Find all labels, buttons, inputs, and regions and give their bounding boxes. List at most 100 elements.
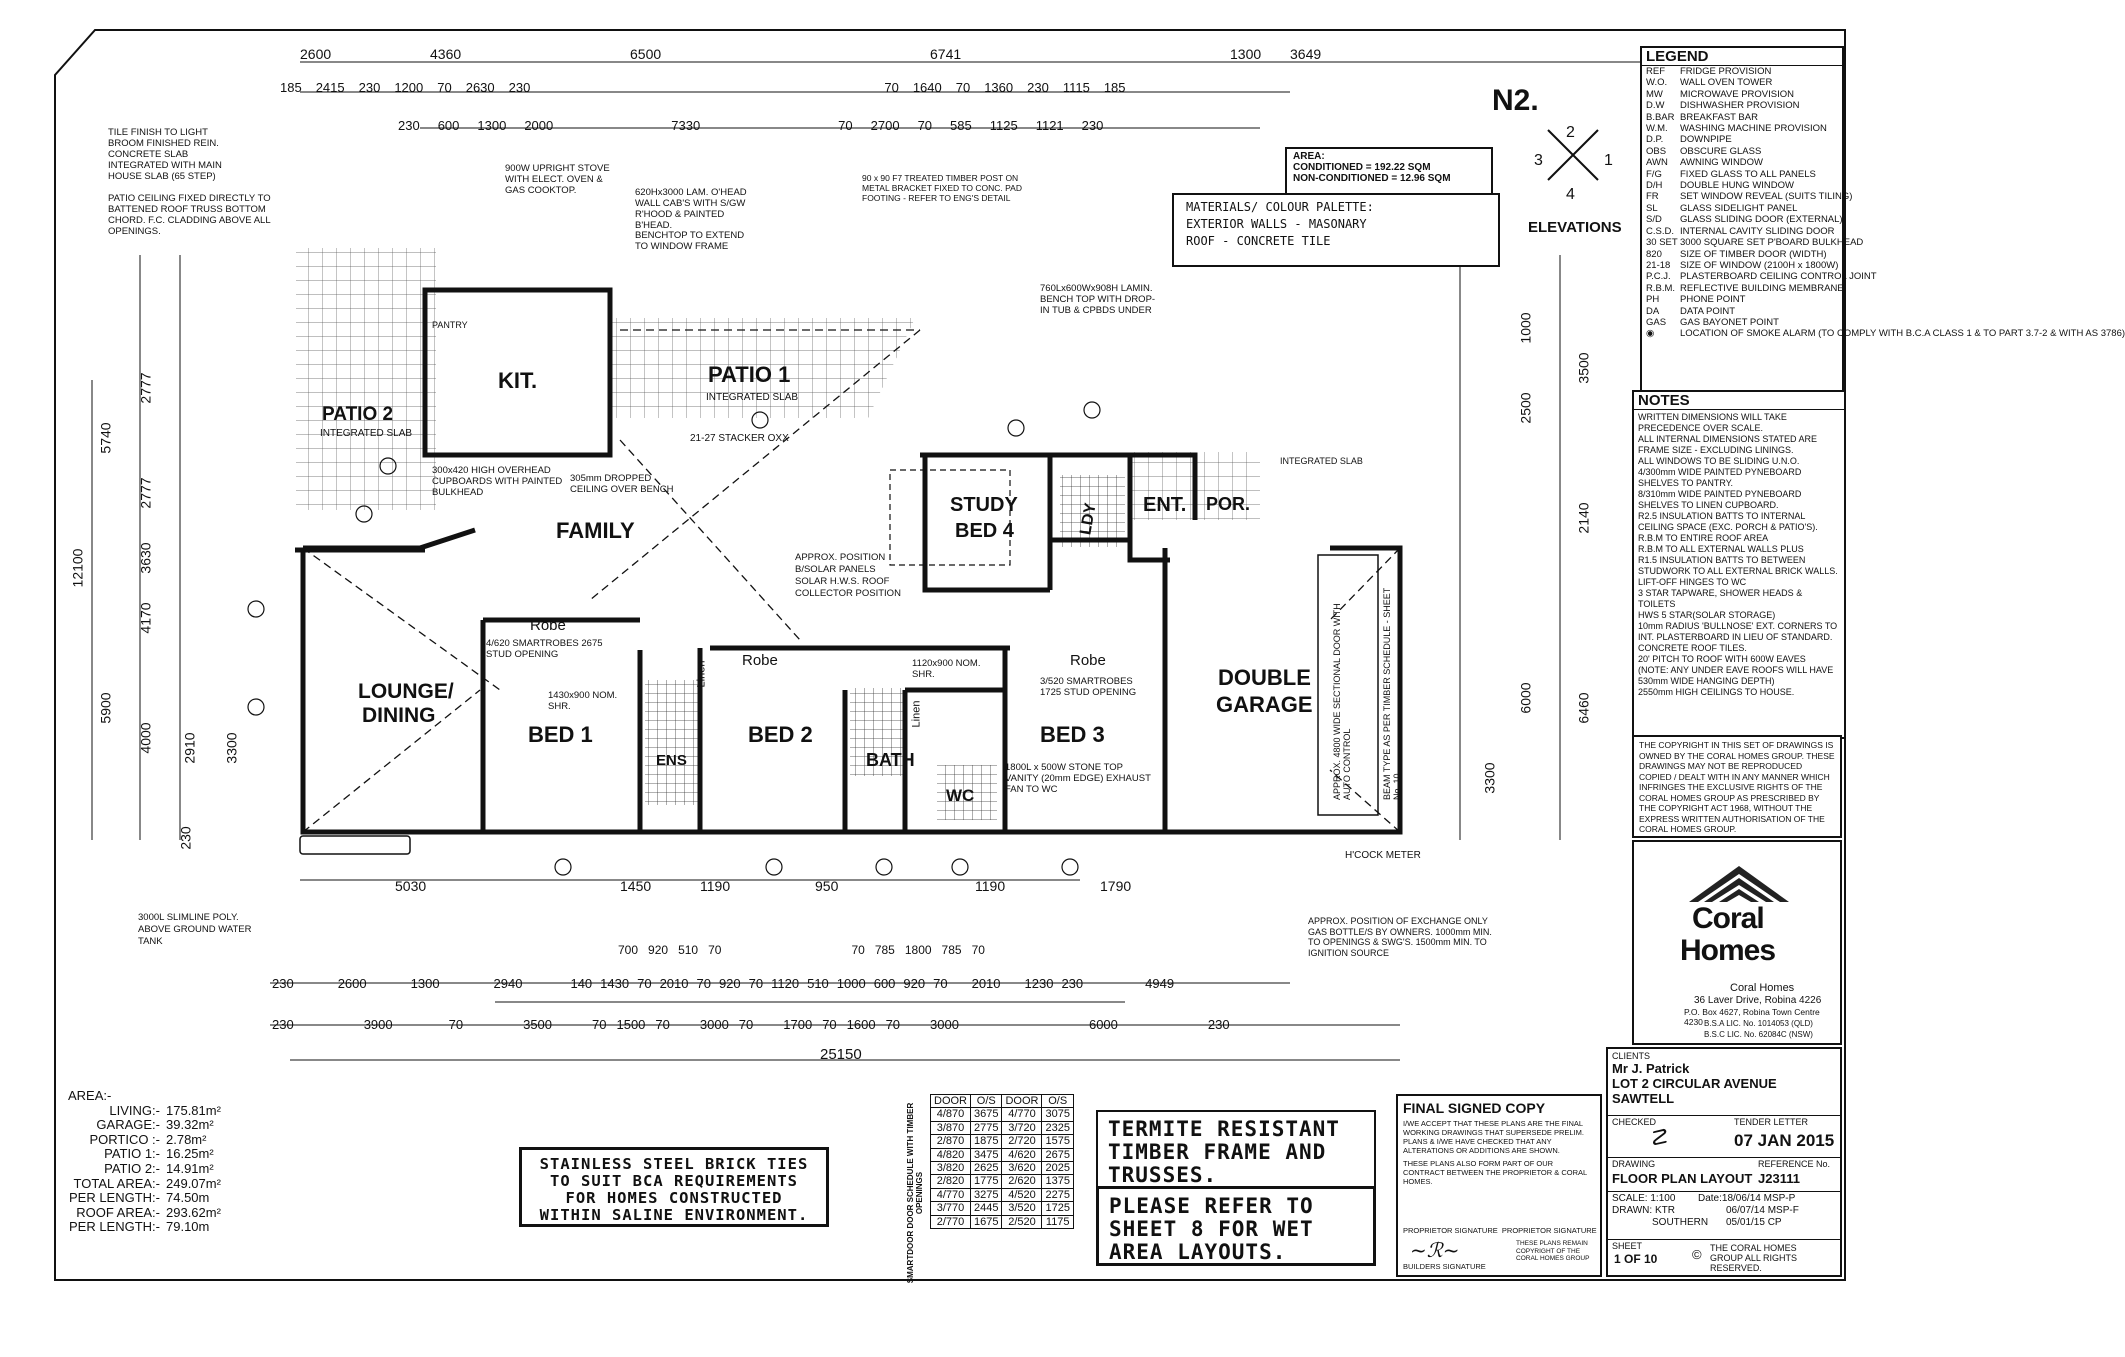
room-porch-label: POR. <box>1206 494 1251 514</box>
client-lot: LOT 2 CIRCULAR AVENUE <box>1612 1076 1777 1091</box>
note-item: 8/310mm WIDE PAINTED PYNEBOARD SHELVES T… <box>1638 489 1802 510</box>
legend-title: LEGEND <box>1642 48 1842 66</box>
legend-key: PH <box>1646 294 1660 306</box>
note-stove: 900W UPRIGHT STOVE WITH ELECT. OVEN & GA… <box>505 163 610 196</box>
linen2-label: Linen <box>910 700 923 728</box>
room-patio1-label: PATIO 1 <box>708 362 791 387</box>
legend-key: SL <box>1646 202 1658 214</box>
patio2-tiles <box>296 248 436 510</box>
area-row: PORTICO :-2.78m² <box>68 1131 258 1148</box>
legend-desc: 3000 SQUARE SET P'BOARD BULKHEAD <box>1680 237 1864 249</box>
note-patio-ceiling: PATIO CEILING FIXED DIRECTLY TO BATTENED… <box>108 193 271 237</box>
materials-box: MATERIALS/ COLOUR PALETTE: EXTERIOR WALL… <box>1172 193 1500 267</box>
note-stacker: 21-27 STACKER OXX <box>690 433 789 444</box>
window-markers <box>247 401 1101 876</box>
legend-key: ◉ <box>1646 328 1655 340</box>
door-schedule-cell: 3/770 <box>930 1201 971 1216</box>
area-value: 79.10m <box>166 1219 210 1235</box>
door-schedule-cell: 1875 <box>969 1134 1003 1149</box>
door-schedule-cell: 2/520 <box>1001 1214 1043 1230</box>
legend-key: REF <box>1646 66 1665 77</box>
door-schedule-cell: 2445 <box>969 1201 1003 1216</box>
roof-hips <box>302 329 1401 833</box>
legend-key: D.P. <box>1646 134 1664 146</box>
brand-name-2: Homes <box>1680 934 1776 967</box>
note-shower-bath: 1120x900 NOM. SHR. <box>912 658 981 680</box>
builder-signature-icon: ~ℛ~ <box>1410 1238 1460 1262</box>
drawing-label: DRAWING <box>1612 1159 1656 1169</box>
conditioned-area: CONDITIONED = 192.22 SQM <box>1293 162 1431 173</box>
room-family-label: FAMILY <box>556 518 635 543</box>
legend-desc: DOUBLE HUNG WINDOW <box>1680 180 1794 192</box>
ens-tiles <box>645 680 700 805</box>
legend-desc: LOCATION OF SMOKE ALARM (TO COMPLY WITH … <box>1680 328 2125 340</box>
copyright-text: THE COPYRIGHT IN THIS SET OF DRAWINGS IS… <box>1639 740 1835 834</box>
legend-key: DA <box>1646 305 1660 317</box>
drawing-name: FLOOR PLAN LAYOUT <box>1612 1171 1753 1186</box>
elevations-label: ELEVATIONS <box>1528 219 1622 236</box>
area-label: GARAGE:- <box>96 1117 160 1133</box>
room-bed3-label: BED 3 <box>1040 722 1105 747</box>
door-schedule-cell: 4/620 <box>1001 1147 1043 1163</box>
door-schedule-cell: 2025 <box>1041 1161 1074 1176</box>
brand-name-1: Coral <box>1692 902 1765 935</box>
southern-label: SOUTHERN <box>1652 1217 1709 1228</box>
drawn-date: 06/07/14 MSP-F <box>1726 1205 1799 1216</box>
note-laundry-bench: 760Lx600Wx908H LAMIN. BENCH TOP WITH DRO… <box>1040 283 1156 316</box>
door-schedule-cell: 1575 <box>1041 1134 1074 1149</box>
area-label: PORTICO :- <box>89 1131 160 1147</box>
legend-desc: DOWNPIPE <box>1680 134 1732 146</box>
water-tank <box>299 835 411 855</box>
door-schedule-cell: 3/520 <box>1001 1201 1043 1216</box>
patio1-tiles <box>610 318 915 418</box>
materials-walls: EXTERIOR WALLS - MASONARY <box>1186 217 1367 231</box>
brand-address-2: P.O. Box 4627, Robina Town Centre 4230 <box>1684 1007 1820 1027</box>
door-schedule-cell: 4/870 <box>930 1107 971 1122</box>
legend-item: PH PHONE POINT <box>1642 294 1842 305</box>
legend-key: 21-18 <box>1646 259 1671 271</box>
door-schedule-cell: 1725 <box>1041 1201 1074 1216</box>
legend-key: B.BAR <box>1646 111 1675 123</box>
sheet-border <box>54 29 1846 1281</box>
note-dropped-ceiling: 305mm DROPPED CEILING OVER BENCH <box>570 473 674 495</box>
note-item: 3 STAR TAPWARE, SHOWER HEADS & TOILETS <box>1638 588 1803 609</box>
door-schedule-cell: 2/620 <box>1001 1174 1043 1189</box>
door-schedule-cell: 2/820 <box>930 1174 971 1189</box>
copyright-owner: THE CORAL HOMES GROUP ALL RIGHTS RESERVE… <box>1710 1243 1798 1273</box>
room-wc-label: WC <box>946 786 975 805</box>
note-item: WRITTEN DIMENSIONS WILL TAKE PRECEDENCE … <box>1638 412 1787 433</box>
note-item: ALL WINDOWS TO BE SLIDING U.N.O. <box>1638 456 1800 466</box>
legend-key: C.S.D. <box>1646 225 1674 237</box>
client-suburb: SAWTELL <box>1612 1091 1675 1106</box>
legend-desc: PHONE POINT <box>1680 294 1746 306</box>
door-schedule-side-label: SMARTDOOR DOOR SCHEDULE WITH TIMBER OPEN… <box>906 1102 924 1284</box>
note-item: LIFT-OFF HINGES TO WC <box>1638 577 1747 587</box>
legend-desc: MICROWAVE PROVISION <box>1680 88 1795 100</box>
brand-company: Coral Homes <box>1730 982 1795 994</box>
note-tile-finish: TILE FINISH TO LIGHT BROOM FINISHED REIN… <box>108 127 222 182</box>
legend-item: W.M.WASHING MACHINE PROVISION <box>1642 123 1842 134</box>
legend-desc: REFLECTIVE BUILDING MEMBRANE <box>1680 282 1844 294</box>
area-label: ROOF AREA:- <box>76 1204 160 1220</box>
drawing-sheet: PATIO 2 INTEGRATED SLAB KIT. PATIO 1 INT… <box>54 29 2125 1284</box>
area-row: TOTAL AREA:-249.07m² <box>68 1176 258 1192</box>
area-value: 293.62m² <box>166 1204 221 1220</box>
dimension-lines <box>91 61 1740 1061</box>
area-value: 39.32m² <box>166 1117 214 1133</box>
door-schedule-cell: 2275 <box>1041 1187 1074 1203</box>
room-bed1-label: BED 1 <box>528 722 593 747</box>
